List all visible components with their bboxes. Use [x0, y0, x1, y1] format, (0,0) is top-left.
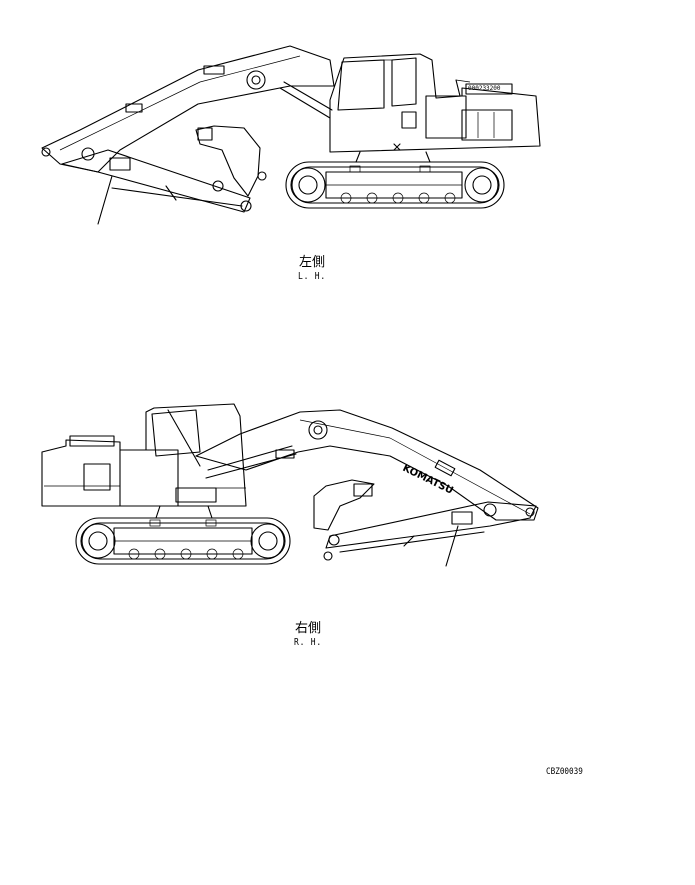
right-boom: KOMATSU: [195, 409, 539, 521]
left-caption-zh: 左側: [298, 255, 325, 270]
right-side-excavator: KOMATSU: [41, 403, 539, 567]
right-arm-bucket: [313, 479, 537, 561]
svg-text:000233200: 000233200: [468, 85, 501, 92]
right-decal-location: [451, 511, 473, 525]
right-leader-line: [445, 525, 459, 567]
left-track: [285, 151, 505, 209]
boom-logo: KOMATSU: [401, 463, 455, 497]
drawing-code: CBZ00039: [546, 767, 583, 777]
left-boom: [41, 45, 335, 173]
left-side-excavator: 000233200: [41, 45, 541, 225]
right-upper-structure: [41, 403, 247, 507]
left-arm-bucket: [41, 125, 267, 213]
left-leader-line: [97, 175, 113, 225]
right-caption-zh: 右側: [294, 621, 321, 636]
right-caption-en: R. H.: [293, 636, 323, 648]
left-caption-en: L. H.: [297, 270, 327, 282]
left-decal-location: [109, 157, 131, 171]
left-side-caption: 左側 L. H.: [252, 255, 372, 282]
left-upper-structure: 000233200: [329, 53, 541, 153]
right-side-caption: 右側 R. H.: [248, 621, 368, 648]
right-track: [75, 505, 291, 565]
